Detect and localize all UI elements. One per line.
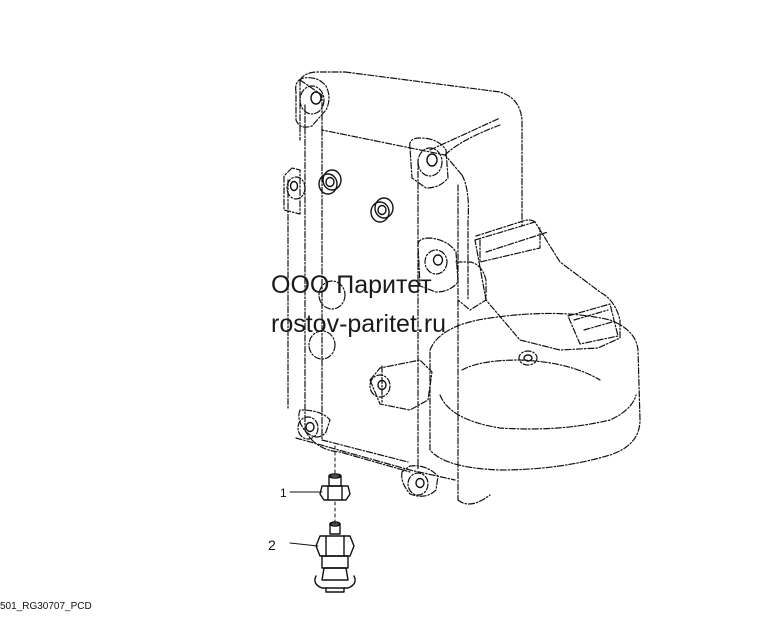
callout-leaders [289, 491, 323, 547]
callout-number-2: 2 [268, 537, 276, 553]
figure-code: 501_RG30707_PCD [0, 601, 92, 612]
housing-bosses [286, 85, 538, 496]
watermark-company: ООО Паритет [271, 271, 432, 299]
part-2-sensor [314, 521, 356, 593]
phantom-housing [283, 71, 641, 505]
housing-ports [289, 91, 533, 489]
watermark-website: rostov-paritet.ru [271, 310, 447, 338]
part-1-adapter [319, 473, 351, 501]
callout-number-1: 1 [280, 486, 287, 500]
